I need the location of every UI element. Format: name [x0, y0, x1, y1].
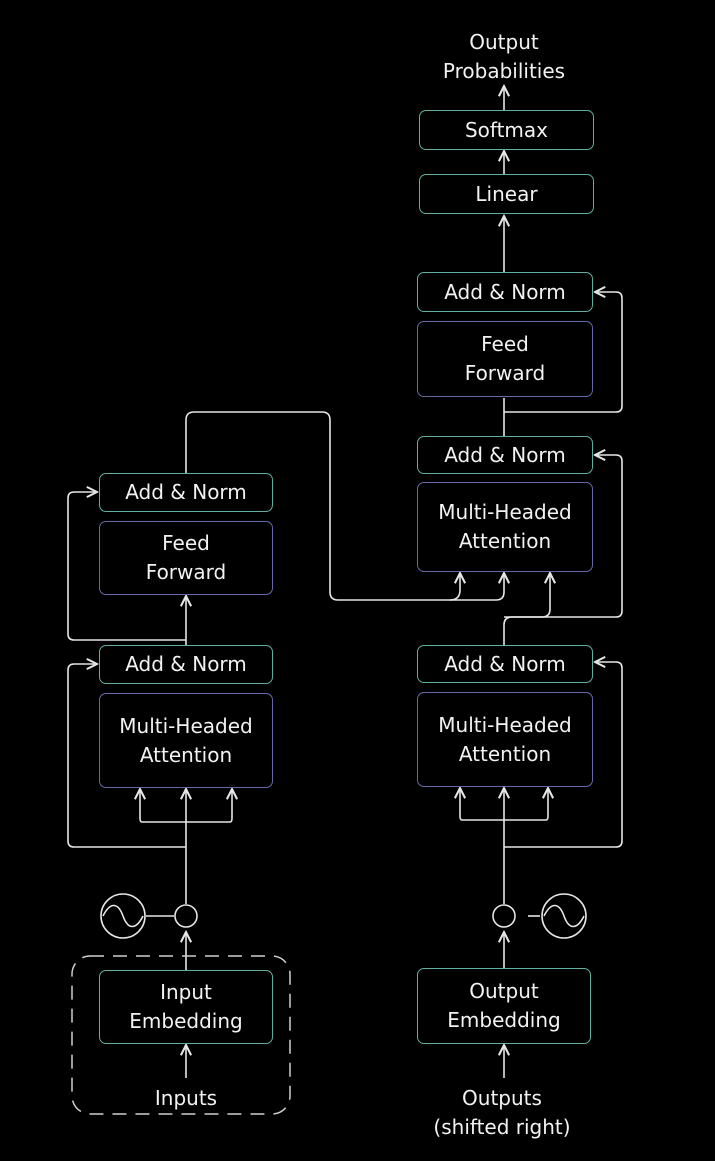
- encoder-feed-forward-box: Feed Forward: [99, 521, 273, 595]
- output-embedding-box: Output Embedding: [417, 968, 591, 1044]
- decoder-cross-attention-box: Multi-Headed Attention: [417, 482, 593, 572]
- input-embedding-label: Input Embedding: [129, 980, 243, 1033]
- softmax-label: Softmax: [464, 117, 549, 142]
- plus-circle-icon: [492, 904, 516, 928]
- linear-box: Linear: [419, 174, 594, 214]
- sine-wave-icon: [100, 893, 146, 939]
- decoder-positional-encoding: [492, 893, 587, 939]
- decoder-add-norm-ff: Add & Norm: [417, 272, 593, 312]
- decoder-add-norm-cross: Add & Norm: [417, 436, 593, 474]
- encoder-add-norm-attn: Add & Norm: [99, 645, 273, 684]
- feed-forward-label: Feed Forward: [145, 531, 227, 584]
- plus-circle-icon: [174, 904, 198, 928]
- encoder-input-region: [71, 955, 291, 1115]
- input-embedding-box: Input Embedding: [99, 970, 273, 1044]
- add-norm-label: Add & Norm: [444, 279, 566, 304]
- add-norm-label: Add & Norm: [444, 651, 566, 676]
- output-probabilities-label: Output Probabilities: [442, 30, 566, 83]
- output-embedding-label: Output Embedding: [447, 979, 561, 1032]
- encoder-attention-box: Multi-Headed Attention: [99, 693, 273, 788]
- add-norm-label: Add & Norm: [444, 442, 566, 467]
- softmax-box: Softmax: [419, 110, 594, 150]
- outputs-shifted-label: Outputs (shifted right): [433, 1086, 571, 1139]
- attention-label: Multi-Headed Attention: [438, 712, 572, 766]
- decoder-feed-forward-box: Feed Forward: [417, 321, 593, 397]
- attention-label: Multi-Headed Attention: [438, 500, 572, 553]
- inputs-label: Inputs: [154, 1086, 218, 1110]
- attention-label: Multi-Headed Attention: [119, 713, 253, 767]
- linear-label: Linear: [475, 181, 538, 206]
- feed-forward-label: Feed Forward: [464, 332, 546, 385]
- decoder-self-attention-box: Multi-Headed Attention: [417, 692, 593, 787]
- sine-wave-icon: [541, 893, 587, 939]
- add-norm-label: Add & Norm: [125, 480, 247, 504]
- encoder-add-norm-ff: Add & Norm: [99, 473, 273, 512]
- encoder-positional-encoding: [100, 893, 198, 939]
- add-norm-label: Add & Norm: [125, 652, 247, 676]
- decoder-add-norm-self: Add & Norm: [417, 645, 593, 683]
